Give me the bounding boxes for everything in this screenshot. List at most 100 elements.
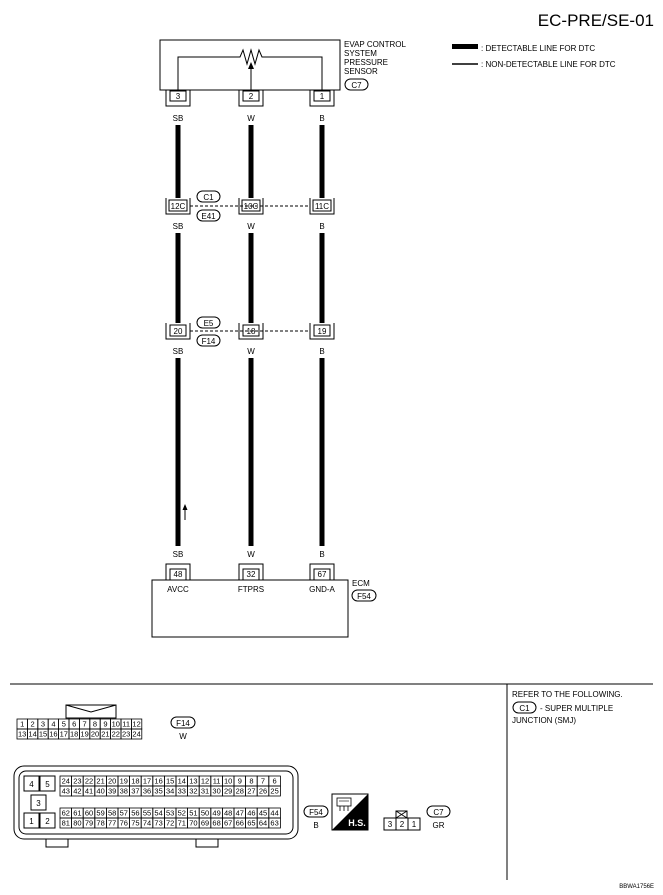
current-arrow-up-icon (182, 504, 188, 510)
f54-pin-43: 43 (62, 787, 70, 796)
f54-pin-75: 75 (131, 819, 139, 828)
ecm-terminal-gnd-a: GND-A (309, 585, 335, 594)
c7-pin-1: 1 (412, 820, 417, 829)
harness-side-symbol: H.S. (331, 793, 369, 831)
sensor-pin-2: 2 (249, 92, 254, 101)
f54-pin-49: 49 (212, 809, 220, 818)
wire-b-segment-1 (319, 125, 325, 198)
f14-pin-12: 12 (132, 720, 140, 729)
f54-pin-51: 51 (189, 809, 197, 818)
f54-tab-right (195, 838, 219, 848)
junction1-pin-12c: 12C (171, 202, 186, 211)
f14-pin-10: 10 (112, 720, 120, 729)
page-code: EC-PRE/SE-01 (538, 11, 654, 30)
f54-pin-4: 4 (29, 780, 34, 789)
f54-pin-16: 16 (154, 777, 162, 786)
f54-pin-67: 67 (224, 819, 232, 828)
ecm-module: 48 32 67 AVCC FTPRS GND-A ECM F54 (151, 563, 377, 638)
f14-pin-5: 5 (62, 720, 66, 729)
f54-pin-50: 50 (201, 809, 209, 818)
f54-pin-8: 8 (249, 777, 253, 786)
f54-pin-41: 41 (85, 787, 93, 796)
f54-pin-18: 18 (131, 777, 139, 786)
junction2-pin-20: 20 (174, 327, 183, 336)
f54-pin-36: 36 (143, 787, 151, 796)
junction2-connector-bottom: F14 (202, 337, 216, 346)
junction1-connector-badge-top (196, 190, 221, 203)
f54-pin-55: 55 (143, 809, 151, 818)
f54-pin-80: 80 (73, 819, 81, 828)
f54-pin-39: 39 (108, 787, 116, 796)
wire-w-segment-2 (248, 233, 254, 323)
f14-pin-22: 22 (112, 730, 120, 739)
ecm-connector-id: F54 (357, 592, 371, 601)
f54-pin-17: 17 (143, 777, 151, 786)
sensor-potentiometer-circuit (177, 48, 323, 90)
f14-pin-11: 11 (122, 720, 130, 729)
note-title: REFER TO THE FOLLOWING. (512, 690, 623, 699)
ecm-pin-32: 32 (247, 570, 256, 579)
sensor-connector-id: C7 (351, 81, 362, 90)
wire-color-w-1: W (247, 114, 255, 123)
wire-color-b-2: B (319, 222, 324, 231)
sensor-name-line-3: PRESSURE (344, 58, 388, 67)
f14-pin-19: 19 (80, 730, 88, 739)
note-ref-id: C1 (519, 704, 530, 713)
f54-pin-5: 5 (45, 780, 50, 789)
f54-pin-28: 28 (236, 787, 244, 796)
wire-color-b-3: B (319, 347, 324, 356)
f54-pin-72: 72 (166, 819, 174, 828)
junction2-pin-19: 19 (318, 327, 327, 336)
wire-color-w-4: W (247, 550, 255, 559)
f14-pin-2: 2 (31, 720, 35, 729)
c7-pin-2: 2 (400, 820, 405, 829)
junction-c1-e41: 12C 10C 11C C1 E41 (165, 190, 335, 222)
sensor-connector-badge (344, 78, 369, 91)
f54-pin-60: 60 (85, 809, 93, 818)
f54-pin-2: 2 (45, 817, 50, 826)
f54-pin-12: 12 (201, 777, 209, 786)
ecm-name: ECM (352, 579, 370, 588)
f14-pin-20: 20 (91, 730, 99, 739)
f54-pin-19: 19 (120, 777, 128, 786)
f54-pin-81: 81 (62, 819, 70, 828)
f54-pin-11: 11 (213, 777, 221, 786)
f54-pin-53: 53 (166, 809, 174, 818)
note-ref-text-2: JUNCTION (SMJ) (512, 716, 576, 725)
f54-pin-14: 14 (178, 777, 186, 786)
f54-pin-76: 76 (120, 819, 128, 828)
f54-pin-15: 15 (166, 777, 174, 786)
legend: : DETECTABLE LINE FOR DTC : NON-DETECTAB… (452, 44, 616, 69)
junction2-connector-badge-bottom (196, 334, 221, 347)
f54-pin-23: 23 (73, 777, 81, 786)
f54-pin-65: 65 (247, 819, 255, 828)
f54-pin-27: 27 (247, 787, 255, 796)
f14-cell (130, 728, 143, 740)
sensor-box (159, 39, 341, 91)
f54-pin-13: 13 (189, 777, 197, 786)
f54-pin-21: 21 (96, 777, 104, 786)
f54-pin-48: 48 (224, 809, 232, 818)
f54-pin-6: 6 (273, 777, 277, 786)
ecm-pin-67: 67 (318, 570, 327, 579)
wire-b-segment-2 (319, 233, 325, 323)
wire-color-w-3: W (247, 347, 255, 356)
f54-pin-24: 24 (62, 777, 70, 786)
junction1-connector-badge-bottom (196, 209, 221, 222)
wire-w-segment-1 (248, 125, 254, 198)
connector-plug-icon (336, 797, 352, 811)
f54-pin-57: 57 (120, 809, 128, 818)
sensor-pin-3: 3 (176, 92, 181, 101)
f14-pin-1: 1 (20, 720, 24, 729)
f54-pin-69: 69 (201, 819, 209, 828)
f54-pin-33: 33 (178, 787, 186, 796)
f14-pin-24: 24 (132, 730, 140, 739)
wire-sb-segment-3 (175, 358, 181, 546)
ecm-connector-badge (351, 589, 377, 602)
evap-pressure-sensor: EVAP CONTROL SYSTEM PRESSURE SENSOR C7 (159, 39, 406, 91)
f54-pin-62: 62 (62, 809, 70, 818)
f14-pin-18: 18 (70, 730, 78, 739)
f54-pin-30: 30 (212, 787, 220, 796)
